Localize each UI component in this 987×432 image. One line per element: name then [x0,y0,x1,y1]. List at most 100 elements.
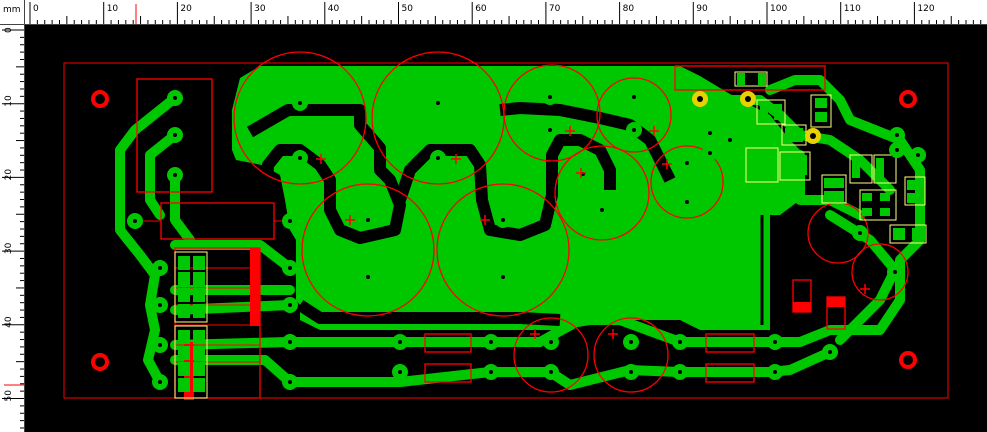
capacitor-c8 [650,145,724,219]
pad-hole [298,101,302,105]
pad-hole [288,340,292,344]
pad-hole [895,133,899,137]
pad-hole [366,275,370,279]
pad-hole [685,200,689,204]
pad-hole [708,151,712,155]
pad-hole [489,370,493,374]
pad-hole [773,340,777,344]
isolation-gaps [246,102,764,326]
board-outline [63,62,949,399]
resistor-r2 [424,363,472,383]
trace-h1 [170,240,295,273]
smd-pads [178,73,924,392]
pad-hole [288,219,292,223]
pad-hole [366,218,370,222]
mounting-hole-br [899,351,917,369]
terminal-block-1 [174,251,208,323]
pad-hole [629,340,633,344]
mounting-hole-tl [91,90,109,108]
pad-hole [685,161,689,165]
ruler-x-label: 40 [328,4,340,14]
header-outline [674,65,826,91]
component-outlines [136,51,909,399]
unit-label: mm [3,5,21,15]
pad-hole [173,173,177,177]
pad-hole [288,303,292,307]
diode-d1-band [793,302,811,312]
ruler-y-label: 0 [4,27,14,33]
silkscreen [174,71,927,399]
pad-hole [549,370,553,374]
ruler-x-label: 20 [180,4,192,14]
capacitor-c12 [851,243,909,301]
smd-part-5 [849,154,873,184]
smd-part-1 [745,147,779,183]
ruler-corner: mm [0,0,25,25]
pad-hole [549,340,553,344]
pad-hole [632,128,636,132]
capacitor-c7 [554,145,650,241]
ruler-x-label: 30 [254,4,266,14]
smd-part-9 [821,174,847,204]
polarity-marks [316,126,870,339]
ruler-x-label: 100 [770,4,787,14]
pad-hole [895,148,899,152]
ruler-y-label: 30 [4,242,14,254]
pcb-canvas[interactable] [25,25,987,432]
pad-hole [893,270,897,274]
smd-part-12 [734,71,768,87]
trace-left-2 [145,130,180,220]
smd-part-11 [756,99,786,125]
trace-h3 [170,300,295,315]
ruler-x-label: 0 [33,4,39,14]
pad-hole [288,380,292,384]
trace-right-2 [795,150,865,220]
ruler-y-label: 20 [4,169,14,181]
capacitor-c6 [436,183,570,317]
vertical-ruler[interactable]: 0 10 20 30 40 50 [0,24,25,432]
gap-snake-1 [246,104,406,244]
pad-hole [501,275,505,279]
pad-hole [436,101,440,105]
pad-hole [173,96,177,100]
red-bar-1 [250,248,260,326]
ruler-y-label: 50 [4,390,14,402]
ruler-x-label: 10 [107,4,119,14]
pcb-layout [63,51,949,400]
trace-left-1 [115,93,180,387]
ruler-x-label: 90 [696,4,708,14]
vertical-ruler-scale: 0 10 20 30 40 50 [2,27,24,429]
ruler-x-label: 60 [475,4,487,14]
pad-hole [398,370,402,374]
pad-hole [629,370,633,374]
mounting-hole-tr [899,90,917,108]
resistor-r1 [424,333,472,353]
relay-outline [136,78,213,193]
ruler-x-label: 120 [917,4,934,14]
diode-d2-band [827,297,845,307]
pad-hole [632,95,636,99]
ruler-y-label: 40 [4,316,14,328]
pad-hole [133,219,137,223]
ruler-y-label: 10 [4,95,14,107]
pad-hole [708,131,712,135]
gap-snake-3 [499,102,676,183]
pad-hole [548,95,552,99]
capacitor-c4 [596,77,672,153]
resistor-r4 [705,363,755,383]
capacitor-c5 [301,183,435,317]
capacitor-c3 [503,64,601,162]
mounting-hole-bl [91,353,109,371]
smd-part-8 [859,189,897,221]
pad-hole [158,380,162,384]
pad-hole [678,370,682,374]
capacitor-c1 [233,51,367,185]
ruler-x-label: 70 [549,4,561,14]
pad-hole [288,266,292,270]
terminal-block-2 [174,325,208,399]
pad-hole [916,153,920,157]
ruler-x-label: 110 [844,4,861,14]
pad-hole [173,133,177,137]
pad-hole [548,128,552,132]
